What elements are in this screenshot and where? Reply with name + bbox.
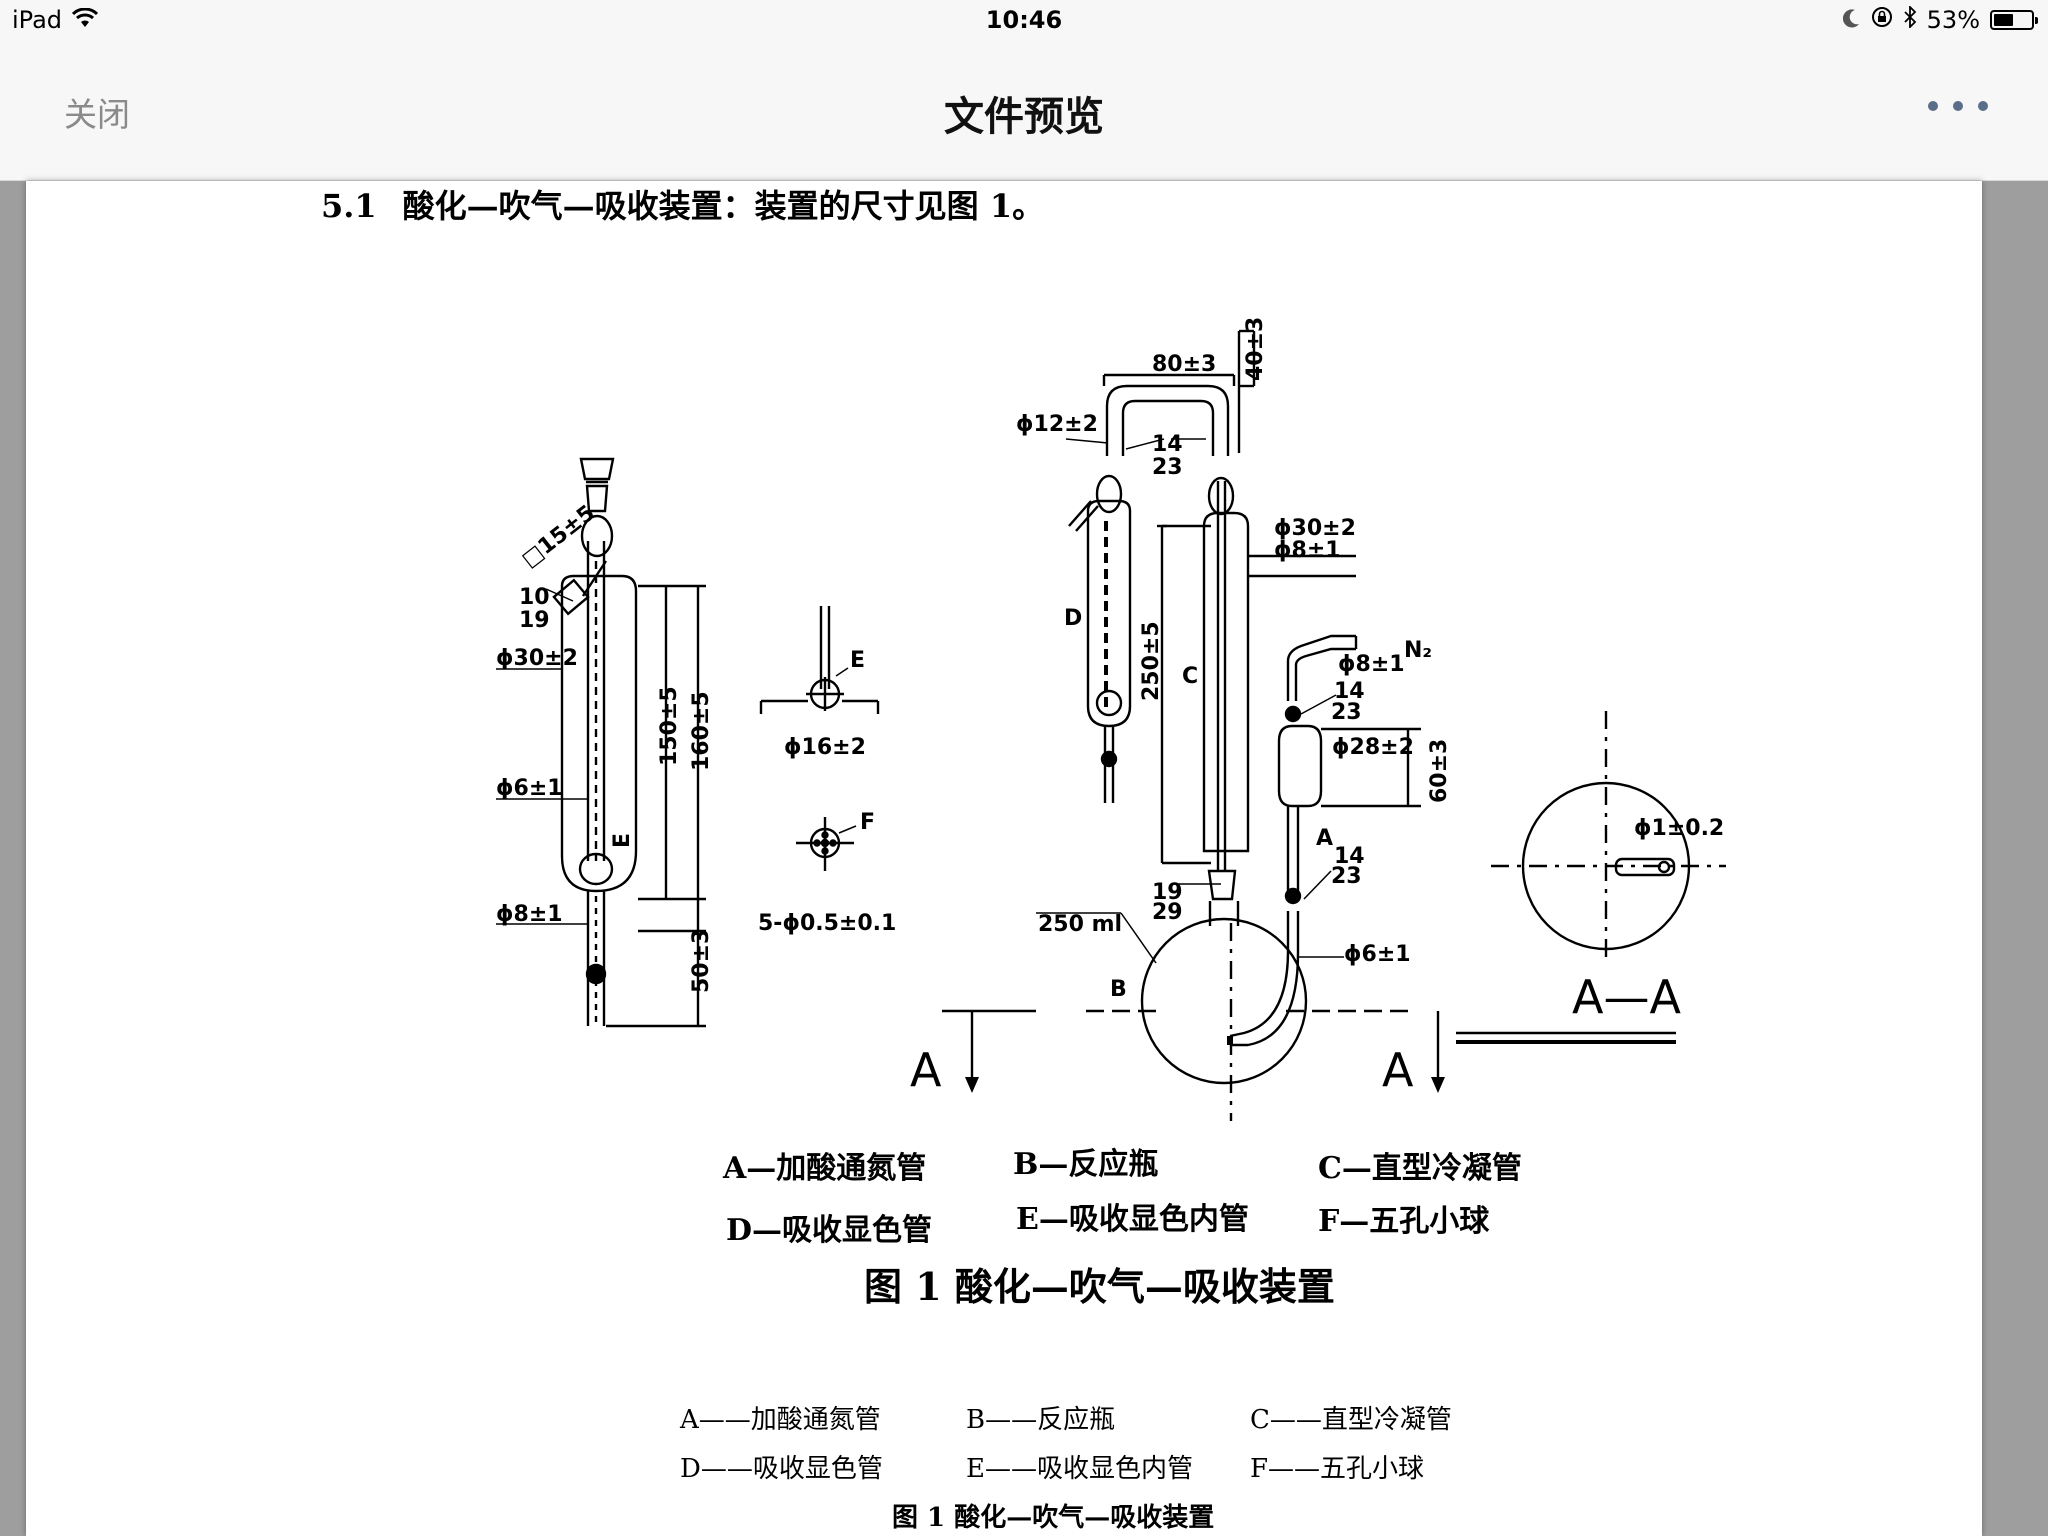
dim-outer-diameter: ϕ30±2 (496, 646, 578, 671)
more-dot-icon (1928, 101, 1938, 111)
legend-lower-d: D——吸收显色管 (680, 1454, 883, 1484)
legend-lower-e: E——吸收显色内管 (966, 1454, 1193, 1484)
device-name: iPad (12, 6, 63, 34)
section-marker-left: A (910, 1043, 942, 1097)
dim-inner-diameter: ϕ6±1 (496, 776, 563, 801)
legend-upper-d: D—吸收显色管 (726, 1213, 933, 1248)
label-c: C (1182, 664, 1198, 689)
page-title: 文件预览 (944, 94, 1104, 140)
dim-19: 19 (1152, 880, 1183, 905)
dim-14-mid: 14 (1334, 679, 1365, 704)
label-n2: N₂ (1404, 638, 1432, 663)
dim-23-low: 23 (1331, 864, 1362, 889)
dim-height-250: 250±5 (1139, 621, 1164, 701)
section-number: 5.1 (321, 187, 377, 225)
dim-frac-top: 10 (519, 585, 550, 610)
more-dot-icon (1953, 101, 1963, 111)
section-heading: 5.1 酸化—吹气—吸收装置：装置的尺寸见图 1。 (321, 181, 1044, 227)
legend-upper-b: B—反应瓶 (1013, 1147, 1159, 1182)
battery-percent: 53% (1926, 6, 1980, 34)
dim-height-40: 40±3 (1243, 317, 1268, 381)
dim-d30: ϕ30±2 (1274, 516, 1356, 541)
dim-ball-diameter: ϕ16±2 (784, 735, 866, 760)
label-b: B (1110, 977, 1127, 1002)
dim-d28: ϕ28±2 (1332, 735, 1414, 760)
legend-lower-b: B——反应瓶 (966, 1405, 1116, 1435)
section-view-title: A—A (1572, 970, 1681, 1024)
label-d: D (1064, 606, 1082, 631)
document-page: 5.1 酸化—吹气—吸收装置：装置的尺寸见图 1。 (26, 181, 1982, 1536)
dim-height-60: 60±3 (1427, 739, 1452, 803)
more-dot-icon (1978, 101, 1988, 111)
legend-lower-f: F——五孔小球 (1250, 1454, 1425, 1484)
document-viewer[interactable]: 5.1 酸化—吹气—吸收装置：装置的尺寸见图 1。 (0, 181, 2048, 1536)
navigation-bar: 关闭 文件预览 (0, 40, 2048, 181)
dim-outlet-diameter: ϕ8±1 (496, 902, 563, 927)
figure-caption-upper: 图 1 酸化—吹气—吸收装置 (864, 1264, 1335, 1309)
dim-height-50: 50±3 (689, 929, 714, 993)
section-text: 酸化—吹气—吸收装置：装置的尺寸见图 1。 (402, 187, 1045, 225)
dim-23-mid: 23 (1331, 700, 1362, 725)
close-button[interactable]: 关闭 (64, 95, 130, 134)
dim-14-low: 14 (1334, 844, 1365, 869)
dim-holes: 5-ϕ0.5±0.1 (758, 911, 896, 936)
bluetooth-icon (1903, 4, 1917, 34)
label-a: A (1316, 826, 1333, 851)
moon-icon (1842, 6, 1861, 34)
five-hole-ball-drawing (759, 606, 880, 871)
dim-flask-volume: 250 ml (1038, 912, 1122, 937)
dim-23-top: 23 (1152, 455, 1183, 480)
dim-height-150: 150±5 (657, 686, 682, 766)
dim-d6: ϕ6±1 (1344, 942, 1411, 967)
section-arrowheads (965, 1077, 1445, 1093)
legend-upper-f: F—五孔小球 (1318, 1204, 1490, 1239)
dim-width-80: 80±3 (1152, 352, 1216, 377)
status-time: 10:46 (985, 6, 1063, 34)
apparatus-diagram: □15±5 10 19 ϕ30±2 ϕ6±1 ϕ8±1 150±5 160±5 … (496, 317, 1726, 1121)
legend-upper-c: C—直型冷凝管 (1318, 1151, 1522, 1186)
figure-caption-lower: 图 1 酸化—吹气—吸收装置 (892, 1503, 1215, 1533)
main-apparatus-drawing (942, 329, 1440, 1121)
rotation-lock-icon (1871, 6, 1893, 34)
wifi-icon (71, 6, 99, 34)
dim-d8-n2: ϕ8±1 (1338, 652, 1405, 677)
section-marker-right: A (1382, 1043, 1414, 1097)
legend-lower-c: C——直型冷凝管 (1250, 1405, 1452, 1435)
dim-29: 29 (1152, 900, 1183, 925)
battery-icon (1990, 10, 2038, 30)
dim-height-160: 160±5 (689, 691, 714, 771)
label-f-ball: F (860, 810, 875, 835)
dim-d12: ϕ12±2 (1016, 412, 1098, 437)
legend-lower-a: A——加酸通氮管 (680, 1405, 881, 1435)
section-view-drawing (1456, 711, 1726, 1044)
dim-14-top: 14 (1152, 432, 1183, 457)
status-bar: iPad 10:46 53% (0, 0, 2048, 40)
battery-level (1994, 14, 2013, 26)
label-e-tube: E (610, 833, 635, 848)
label-e-ball: E (850, 648, 865, 673)
dim-d8-top: ϕ8±1 (1274, 538, 1341, 563)
dim-section-hole: ϕ1±0.2 (1634, 816, 1724, 841)
dim-frac-bottom: 19 (519, 608, 550, 633)
legend-upper-e: E—吸收显色内管 (1016, 1202, 1249, 1237)
legend-upper-a: A—加酸通氮管 (723, 1151, 927, 1186)
absorption-tube-drawing (496, 457, 706, 1028)
more-options-button[interactable] (1928, 88, 1988, 124)
